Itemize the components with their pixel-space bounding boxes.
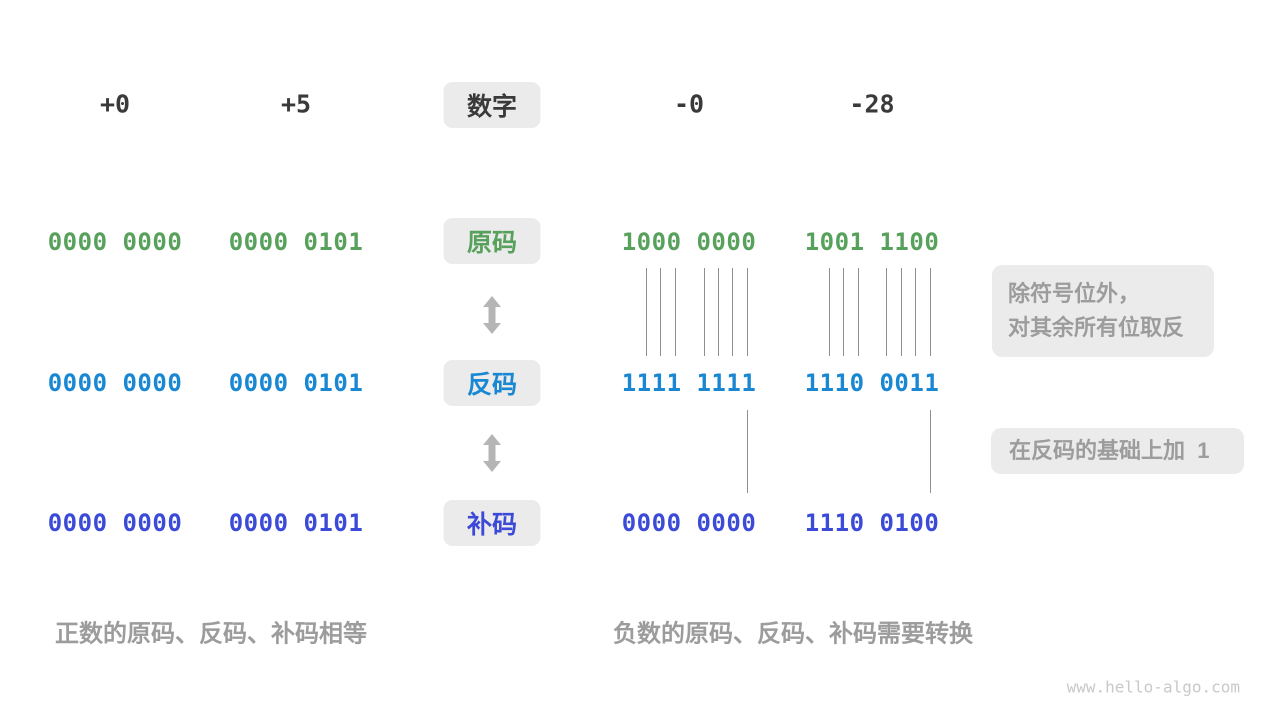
sign-magnitude-neg-28: 1001 1100 — [804, 228, 940, 256]
header-pos-zero: +0 — [99, 89, 131, 119]
add-one-note: 在反码的基础上加 1 — [991, 428, 1244, 474]
twos-complement-neg-28: 1110 0100 — [804, 509, 940, 537]
ones-complement-neg-zero: 1111 1111 — [621, 369, 757, 397]
sign-magnitude-label-box: 原码 — [443, 218, 541, 264]
sign-magnitude-neg-zero: 1000 0000 — [621, 228, 757, 256]
sign-magnitude-pos-zero: 0000 0000 — [47, 228, 183, 256]
ones-complement-neg-28: 1110 0011 — [804, 369, 940, 397]
ones-complement-pos-five: 0000 0101 — [228, 369, 364, 397]
up-down-arrow-icon — [483, 434, 501, 472]
header-neg-zero: -0 — [673, 89, 705, 119]
header-neg-28: -28 — [849, 89, 895, 119]
ones-complement-label: 反码 — [466, 371, 517, 399]
ones-complement-label-box: 反码 — [443, 360, 541, 406]
watermark-url: www.hello-algo.com — [1066, 677, 1240, 697]
header-pos-five: +5 — [280, 89, 312, 119]
ones-complement-pos-zero: 0000 0000 — [47, 369, 183, 397]
twos-complement-pos-five: 0000 0101 — [228, 509, 364, 537]
flip-bits-note-line2: 对其余所有位取反 — [1008, 315, 1185, 340]
number-label: 数字 — [466, 93, 517, 121]
twos-complement-label-box: 补码 — [443, 500, 541, 546]
flip-bits-note-line1: 除符号位外， — [1008, 281, 1141, 306]
add-one-note-text: 在反码的基础上加 1 — [1009, 438, 1210, 463]
flip-bits-note: 除符号位外， 对其余所有位取反 — [992, 265, 1214, 357]
sign-magnitude-pos-five: 0000 0101 — [228, 228, 364, 256]
sign-magnitude-label: 原码 — [466, 229, 517, 257]
twos-complement-pos-zero: 0000 0000 — [47, 509, 183, 537]
up-down-arrow-icon — [483, 296, 501, 334]
caption-positive-numbers: 正数的原码、反码、补码相等 — [55, 620, 367, 648]
caption-negative-numbers: 负数的原码、反码、补码需要转换 — [613, 620, 973, 648]
twos-complement-neg-zero: 0000 0000 — [621, 509, 757, 537]
twos-complement-label: 补码 — [466, 511, 517, 539]
number-label-box: 数字 — [443, 82, 541, 128]
